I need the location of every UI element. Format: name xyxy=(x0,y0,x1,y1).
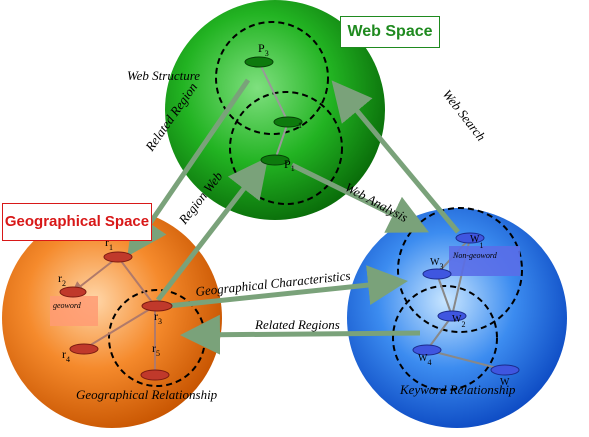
node-label-w4: W4 xyxy=(418,353,431,367)
edge-r1-r3 xyxy=(117,256,156,307)
web-space-sphere xyxy=(165,0,385,220)
geo-space-title: Geographical Space xyxy=(2,203,152,241)
arrow-geo-characteristics xyxy=(167,265,408,309)
edge-r1-r2 xyxy=(71,256,119,294)
non-geoword-label: Non-geoword xyxy=(452,251,498,260)
label-keyword-relationship: Keyword Relationship xyxy=(399,382,516,397)
node-r5 xyxy=(140,369,170,381)
node-label-p1a: 1 xyxy=(298,121,302,130)
node-r2 xyxy=(59,286,87,298)
arrow-region-web xyxy=(156,157,269,302)
arrow-web-analysis xyxy=(290,162,429,233)
web-space-title: Web Space xyxy=(340,16,440,48)
node-label-r3: r3 xyxy=(154,309,162,326)
node-label-w2: W2 xyxy=(452,314,465,329)
label-web-analysis: Web Analysis xyxy=(343,179,411,225)
node-label-w5: W xyxy=(500,377,510,388)
node-p1a xyxy=(273,116,303,128)
node-w5 xyxy=(490,364,520,376)
arrow-web-search xyxy=(331,80,460,234)
node-label-r5: r5 xyxy=(152,341,160,358)
node-p3 xyxy=(244,56,274,68)
node-r3 xyxy=(141,300,173,312)
geoword-box xyxy=(50,296,98,326)
label-geo-relationship: Geographical Relationship xyxy=(76,387,218,402)
label-web-structure: Web Structure xyxy=(127,68,200,83)
edge-w2-w4 xyxy=(426,315,453,351)
node-label-r1: r1 xyxy=(105,235,113,252)
node-w1 xyxy=(455,232,485,244)
node-p1b xyxy=(260,154,290,166)
edge-w4-w5 xyxy=(426,349,506,371)
non-geoword-box xyxy=(449,246,520,276)
node-w3 xyxy=(422,268,452,280)
node-w2 xyxy=(437,310,467,322)
edge-p1-p1b xyxy=(274,121,289,161)
edge-w3-w2 xyxy=(436,273,453,317)
node-r4 xyxy=(69,343,99,355)
web-region-circle-top xyxy=(215,21,329,135)
node-w4 xyxy=(412,344,442,356)
edge-p3-p1 xyxy=(258,61,289,123)
arrow-web-structure-to-geo xyxy=(127,78,251,257)
label-related-regions: Related Regions xyxy=(254,317,340,332)
arrow-related-regions xyxy=(180,314,421,355)
node-r1 xyxy=(103,251,133,263)
node-label-r4: r4 xyxy=(62,347,70,364)
node-label-w1: W1 xyxy=(470,234,483,250)
keyword-region-circle-bottom xyxy=(392,285,498,391)
web-region-circle-bottom xyxy=(229,91,343,205)
node-label-p1b: P1 xyxy=(284,157,295,173)
node-label-p3: P3 xyxy=(258,41,269,58)
geoword-label: geoword xyxy=(53,301,82,310)
node-label-w3: W3 xyxy=(430,257,443,271)
edge-r3-r4 xyxy=(83,305,156,350)
node-label-r2: r2 xyxy=(58,271,66,288)
label-web-search: Web Search xyxy=(440,87,489,144)
